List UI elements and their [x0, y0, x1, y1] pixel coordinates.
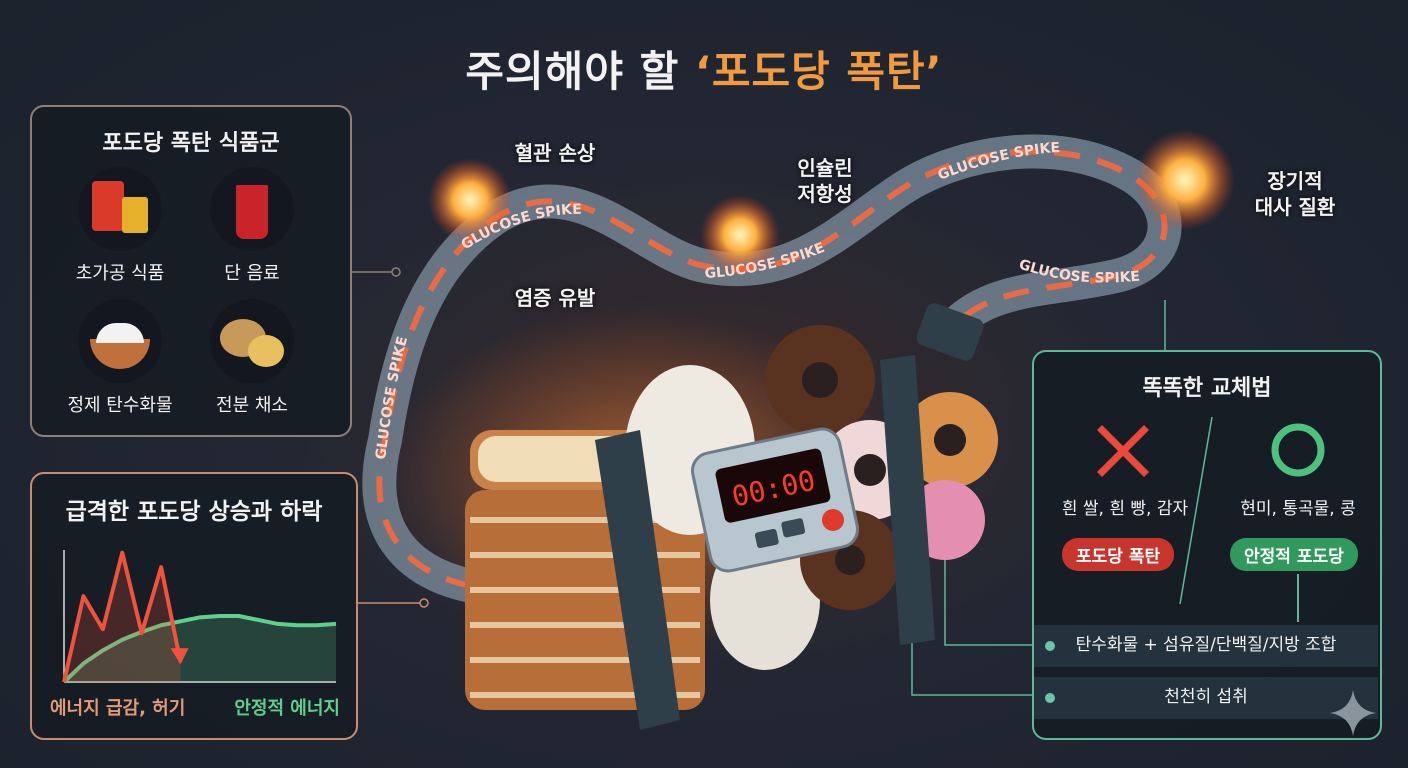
sparkle-icon — [1330, 690, 1376, 736]
smart-swap-title: 똑똑한 교체법 — [1142, 376, 1272, 401]
series-area — [64, 552, 181, 682]
effect-metabolic-2: 대사 질환 — [1254, 195, 1336, 219]
down-arrow-icon — [170, 648, 189, 665]
explosion-icon — [700, 195, 780, 275]
soda-cup-icon — [210, 167, 294, 251]
glucose-chart-panel: 급격한 포도당 상승과 하락 에너지 급감, 허기 안정적 에너지 — [30, 472, 358, 740]
glucose-chart-title: 급격한 포도당 상승과 하락 — [65, 499, 323, 525]
title-highlight: ‘포도당 폭탄’ — [694, 47, 943, 96]
food-item: 전분 채소 — [177, 299, 327, 417]
timer-device — [691, 427, 859, 573]
circle-mark-icon — [1271, 423, 1325, 477]
good-tag: 안정적 포도당 — [1230, 538, 1358, 571]
tip-combine-text: 탄수화물 + 섬유질/단백질/지방 조합 — [1075, 635, 1337, 655]
food-item-label: 단 음료 — [224, 263, 280, 284]
bad-tag: 포도당 폭탄 — [1062, 538, 1175, 571]
explosion-icon — [428, 158, 512, 242]
good-foods: 현미, 통곡물, 콩 — [1240, 499, 1356, 519]
chips-fries-icon — [78, 167, 162, 251]
potato-icon — [210, 299, 294, 383]
effect-insulin-2: 저항성 — [797, 182, 853, 206]
series-area — [64, 616, 336, 682]
smart-swap-panel: 똑똑한 교체법 흰 쌀, 흰 빵, 감자 현미, 통곡물, 콩 포도당 폭탄 안… — [1032, 350, 1382, 740]
glucose-line-chart — [62, 550, 337, 684]
divider — [1179, 416, 1213, 605]
bad-foods: 흰 쌀, 흰 빵, 감자 — [1061, 499, 1189, 519]
flour-bowl-icon — [78, 299, 162, 383]
food-item-label: 전분 채소 — [216, 395, 288, 416]
page-title: 주의해야 할 ‘포도당 폭탄’ — [0, 38, 1408, 99]
chart-label-stable: 안정적 에너지 — [234, 698, 340, 719]
food-item: 단 음료 — [177, 167, 327, 285]
chart-label-crash: 에너지 급감, 허기 — [50, 698, 186, 719]
title-prefix: 주의해야 할 — [465, 47, 695, 96]
bullet-dot — [1045, 693, 1055, 703]
food-item-label: 초가공 식품 — [75, 263, 165, 284]
food-item: 정제 탄수화물 — [45, 299, 195, 417]
effect-vascular: 혈관 손상 — [514, 141, 596, 165]
effect-metabolic-1: 장기적 — [1267, 169, 1323, 193]
effect-insulin-1: 인슐린 — [797, 156, 853, 180]
bullet-dot — [1045, 641, 1055, 651]
food-groups-title: 포도당 폭탄 식품군 — [102, 131, 280, 156]
explosion-icon — [1135, 130, 1235, 230]
food-item-label: 정제 탄수화물 — [67, 395, 173, 416]
tip-slow: 천천히 섭취 — [1034, 677, 1378, 719]
food-groups-panel: 포도당 폭탄 식품군 초가공 식품 단 음료 정제 탄수화물 전분 채소 — [30, 105, 352, 437]
x-mark-icon — [1097, 425, 1149, 477]
tip-slow-text: 천천히 섭취 — [1164, 687, 1248, 707]
food-item: 초가공 식품 — [45, 167, 195, 285]
tip-combine: 탄수화물 + 섬유질/단백질/지방 조합 — [1034, 625, 1378, 667]
effect-inflammation: 염증 유발 — [514, 286, 596, 310]
